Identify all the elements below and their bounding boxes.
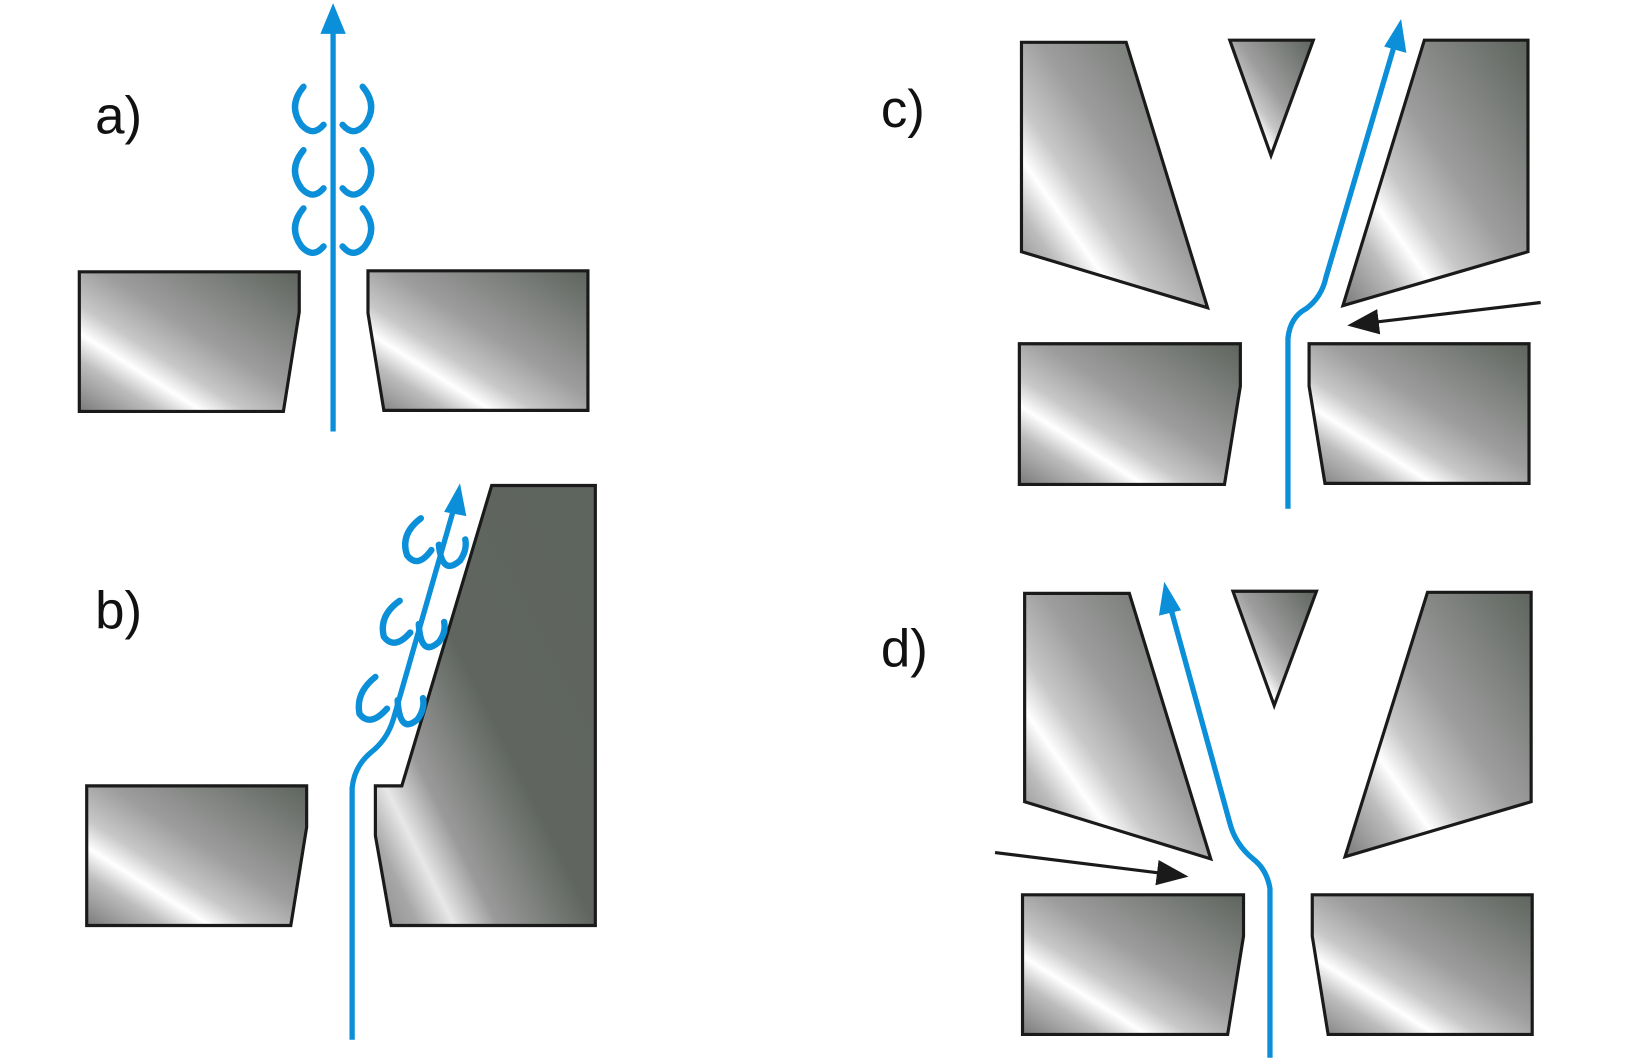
air-jet-arrow [1347,300,1541,335]
arrowhead-icon [1158,581,1182,616]
die-block-left [1020,893,1246,1037]
die-block-left [77,270,301,414]
die-block-right [1307,342,1531,485]
arrowhead-icon [1384,19,1407,53]
die-block-right [366,269,590,412]
flow-arrow [1169,610,1273,1058]
panel-d: d) [881,581,1534,1058]
turbulence-curls [291,83,375,256]
nozzle-block-upper-right [1342,590,1533,860]
die-block-right-tall [373,483,597,928]
nozzle-wedge [1230,589,1319,711]
panel-a: a) [77,3,590,432]
arrowhead-icon [320,3,346,34]
turbulence-curls [355,515,469,728]
panel-b: b) [85,483,597,1040]
panel-c: c) [881,19,1541,509]
panel-label-b: b) [95,581,142,640]
arrowhead-icon [444,483,467,517]
flow-arrow [1285,46,1397,509]
die-block-left [85,784,309,928]
nozzle-block-upper-right [1340,38,1530,309]
panel-label-a: a) [95,86,142,145]
die-block-left [1017,342,1242,487]
air-jet-arrow [994,850,1189,886]
nozzle-wedge [1227,38,1316,161]
panel-label-d: d) [881,619,928,678]
panel-label-c: c) [881,80,925,139]
die-block-right [1310,893,1534,1037]
nozzle-block-upper-left [1023,591,1214,862]
flow-arrow [349,512,456,1040]
nozzle-block-upper-left [1019,40,1210,311]
